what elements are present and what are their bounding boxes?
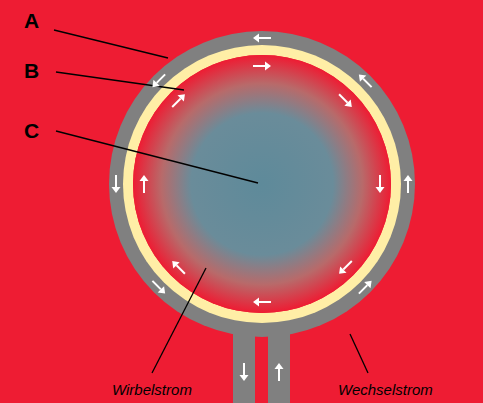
arrow-head — [275, 363, 284, 369]
arrow-shaft — [379, 175, 381, 187]
arrow-head — [240, 375, 249, 381]
arrow-shaft — [152, 281, 160, 289]
callout-letter: C — [24, 120, 39, 141]
arrow-shaft — [172, 98, 180, 106]
arrow-head — [112, 187, 121, 193]
current-label: Wirbelstrom — [112, 382, 192, 397]
arrow-shaft — [343, 261, 351, 269]
arrow-head — [253, 34, 259, 43]
arrow-shaft — [278, 369, 280, 381]
arrow-head — [140, 175, 149, 181]
workpiece — [133, 55, 391, 313]
arrow-shaft — [143, 181, 145, 193]
callout-letter: B — [24, 60, 39, 81]
arrow-head — [376, 187, 385, 193]
current-label: Wechselstrom — [338, 382, 433, 397]
arrow-shaft — [359, 285, 367, 293]
arrow-head — [404, 175, 413, 181]
arrow-head — [339, 266, 346, 273]
arrow-head — [158, 286, 165, 293]
arrow-head — [364, 281, 371, 288]
arrow-head — [253, 298, 259, 307]
coil-ring — [109, 31, 415, 337]
arrow-shaft — [243, 363, 245, 375]
arrow-shaft — [407, 181, 409, 193]
arrow-head — [265, 62, 271, 71]
arrow-shaft — [157, 74, 165, 82]
current-arrows — [112, 34, 413, 382]
arrow-head — [172, 261, 179, 268]
arrow-shaft — [259, 301, 271, 303]
arrow-shaft — [339, 94, 347, 102]
arrow-head — [344, 100, 351, 107]
arrow-shaft — [363, 79, 371, 87]
leader-lines — [54, 30, 368, 373]
arrow-shaft — [176, 265, 184, 273]
arrow-shaft — [259, 37, 271, 39]
arrow-shaft — [253, 65, 265, 67]
arrow-head — [152, 80, 159, 87]
workpiece-core — [133, 55, 391, 313]
arrow-shaft — [115, 175, 117, 187]
callout-letter: A — [24, 10, 39, 31]
arrow-head — [359, 74, 366, 81]
arrow-head — [178, 94, 185, 101]
